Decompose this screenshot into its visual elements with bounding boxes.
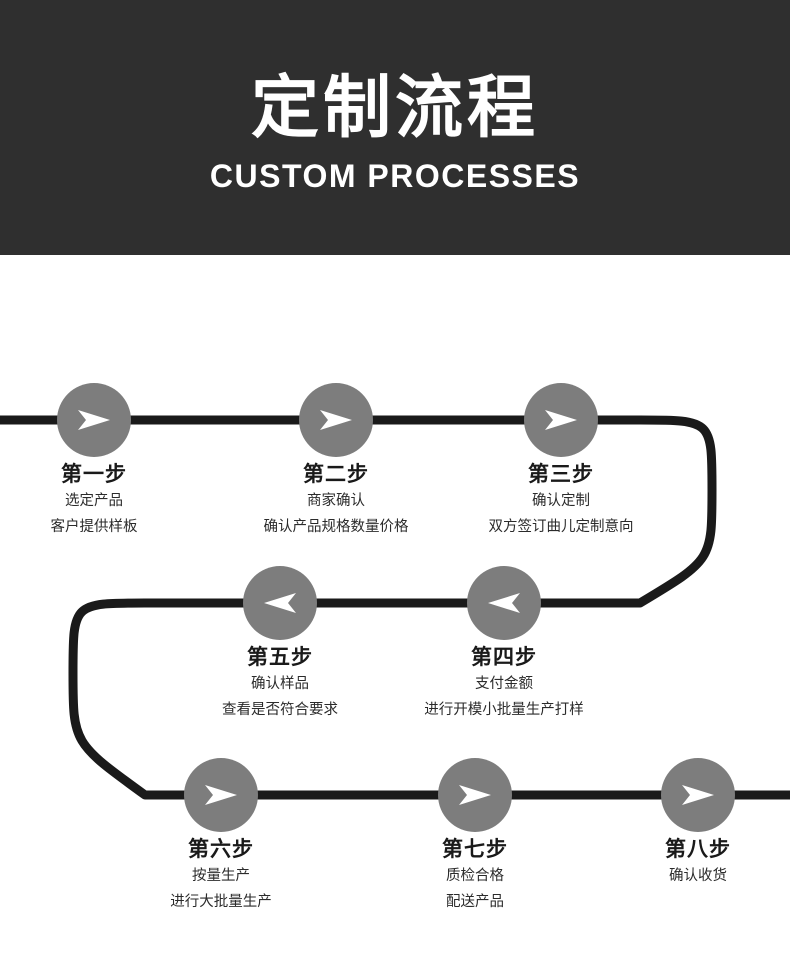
step-desc-line: 查看是否符合要求: [222, 701, 338, 718]
arrow-left-icon: [260, 589, 300, 617]
step-node-4[interactable]: [467, 566, 541, 640]
step-title: 第一步: [61, 463, 127, 486]
step-title: 第八步: [665, 838, 731, 861]
step-label-6: 第六步 按量生产 进行大批量生产: [91, 837, 351, 913]
step-node-5[interactable]: [243, 566, 317, 640]
step-title: 第四步: [471, 646, 537, 669]
step-desc-line: 商家确认: [307, 493, 365, 510]
step-label-4: 第四步 支付金额 进行开模小批量生产打样: [374, 645, 634, 721]
step-node-8[interactable]: [661, 758, 735, 832]
step-node-2[interactable]: [299, 383, 373, 457]
flow-path: [0, 415, 790, 800]
page-title: 定制流程: [250, 69, 539, 146]
step-node-6[interactable]: [184, 758, 258, 832]
step-label-5: 第五步 确认样品 查看是否符合要求: [150, 645, 410, 721]
arrow-right-icon: [316, 406, 356, 434]
step-desc-line: 选定产品: [65, 493, 123, 510]
arrow-right-icon: [678, 781, 718, 809]
arrow-right-icon: [74, 406, 114, 434]
step-title: 第七步: [442, 838, 508, 861]
step-title: 第六步: [188, 838, 254, 861]
step-desc-line: 按量生产: [192, 868, 250, 885]
step-title: 第五步: [247, 646, 313, 669]
arrow-left-icon: [484, 589, 524, 617]
arrow-right-icon: [201, 781, 241, 809]
step-desc-line: 质检合格: [446, 868, 504, 885]
step-label-7: 第七步 质检合格 配送产品: [345, 837, 605, 913]
step-desc-line: 确认样品: [251, 676, 309, 693]
page-header: 定制流程 CUSTOM PROCESSES: [0, 0, 790, 255]
arrow-right-icon: [541, 406, 581, 434]
step-title: 第三步: [528, 463, 594, 486]
step-node-3[interactable]: [524, 383, 598, 457]
step-desc-line: 确认定制: [532, 493, 590, 510]
step-node-1[interactable]: [57, 383, 131, 457]
process-flow-diagram: 第一步 选定产品 客户提供样板 第二步 商家确认 确认产品规格数量价格 第三步 …: [0, 255, 790, 978]
step-desc-line: 配送产品: [446, 893, 504, 910]
step-node-7[interactable]: [438, 758, 512, 832]
page-subtitle: CUSTOM PROCESSES: [209, 158, 581, 195]
step-desc-line: 支付金额: [475, 676, 533, 693]
step-desc-line: 双方签订曲儿定制意向: [488, 518, 634, 535]
step-desc-line: 客户提供样板: [50, 518, 138, 535]
step-desc-line: 确认产品规格数量价格: [263, 518, 409, 535]
step-label-2: 第二步 商家确认 确认产品规格数量价格: [206, 462, 466, 538]
step-desc-line: 进行大批量生产: [170, 893, 272, 910]
step-label-1: 第一步 选定产品 客户提供样板: [0, 462, 224, 538]
arrow-right-icon: [455, 781, 495, 809]
step-label-8: 第八步 确认收货: [568, 837, 790, 888]
step-label-3: 第三步 确认定制 双方签订曲儿定制意向: [431, 462, 691, 538]
step-desc-line: 确认收货: [669, 868, 727, 885]
step-title: 第二步: [303, 463, 369, 486]
step-desc-line: 进行开模小批量生产打样: [424, 701, 584, 718]
